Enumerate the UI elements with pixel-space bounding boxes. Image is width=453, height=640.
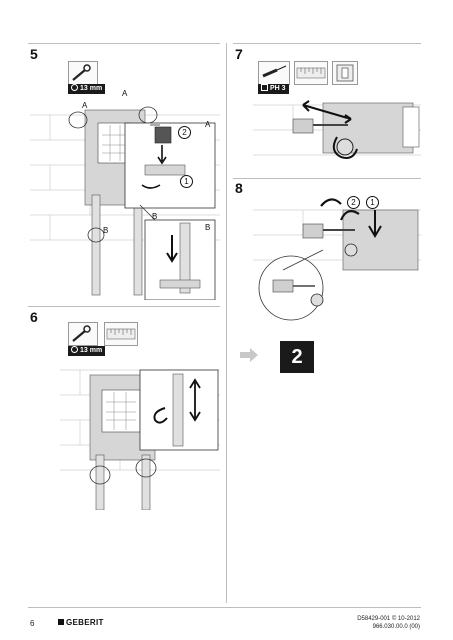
step6-rule xyxy=(28,306,220,307)
step-number-6: 6 xyxy=(30,309,38,325)
top-rule-right xyxy=(233,43,421,44)
arrow-right-icon xyxy=(240,348,258,362)
circled-step-8-2: 2 xyxy=(347,196,360,209)
tape-measure-icon xyxy=(296,67,326,79)
circled-step-8-1: 1 xyxy=(366,196,379,209)
level-icon xyxy=(336,64,354,82)
step8-rule xyxy=(233,178,421,179)
callout-B-2: B xyxy=(152,212,158,221)
step-number-5: 5 xyxy=(30,46,38,62)
bottom-rule xyxy=(28,607,421,608)
center-divider xyxy=(226,43,227,603)
step-number-7: 7 xyxy=(235,46,243,62)
tool-size-tag-2: 13 mm xyxy=(68,346,106,356)
tool-size-tag: 13 mm xyxy=(68,84,106,94)
brand-name: GEBERIT xyxy=(66,618,104,627)
callout-A-2: A xyxy=(122,89,128,98)
step-number-8: 8 xyxy=(235,180,243,196)
doc-code: D58429-001 © 10-2012 xyxy=(357,616,420,622)
circled-step-2: 2 xyxy=(178,126,191,139)
step7-illustration xyxy=(253,100,421,159)
step6-illustration xyxy=(60,369,220,510)
step5-illustration xyxy=(30,106,220,300)
callout-A-1: A xyxy=(82,101,88,110)
wrench-tool-box xyxy=(68,61,98,85)
callout-A-3: A xyxy=(205,120,211,129)
circled-step-1: 1 xyxy=(180,175,193,188)
screwdriver-size-tag: PH 3 xyxy=(258,84,289,94)
brand-logo: GEBERIT xyxy=(58,618,104,627)
screwdriver-tool-box xyxy=(258,61,290,85)
tool-size-label: 13 mm xyxy=(80,85,103,92)
page-number: 6 xyxy=(30,619,35,628)
doc-number: 966.030.00.0 (00) xyxy=(372,624,420,630)
screwdriver-icon xyxy=(262,65,287,78)
screwdriver-size-label: PH 3 xyxy=(270,85,286,92)
tool-size-label-2: 13 mm xyxy=(80,347,103,354)
level-tool-box xyxy=(332,61,358,85)
step8-illustration xyxy=(253,198,421,321)
callout-B-1: B xyxy=(103,226,109,235)
callout-B-3: B xyxy=(205,223,211,232)
next-step-box[interactable]: 2 xyxy=(280,341,314,373)
tape-measure-icon xyxy=(106,328,136,340)
wrench-icon xyxy=(72,64,91,81)
tape-measure-box-2 xyxy=(294,61,328,85)
tape-measure-box xyxy=(104,322,138,346)
next-step-number: 2 xyxy=(291,346,303,368)
wrench-tool-box-2 xyxy=(68,322,98,346)
top-rule-left xyxy=(28,43,220,44)
wrench-icon xyxy=(72,325,91,342)
brand-square-icon xyxy=(58,619,64,625)
